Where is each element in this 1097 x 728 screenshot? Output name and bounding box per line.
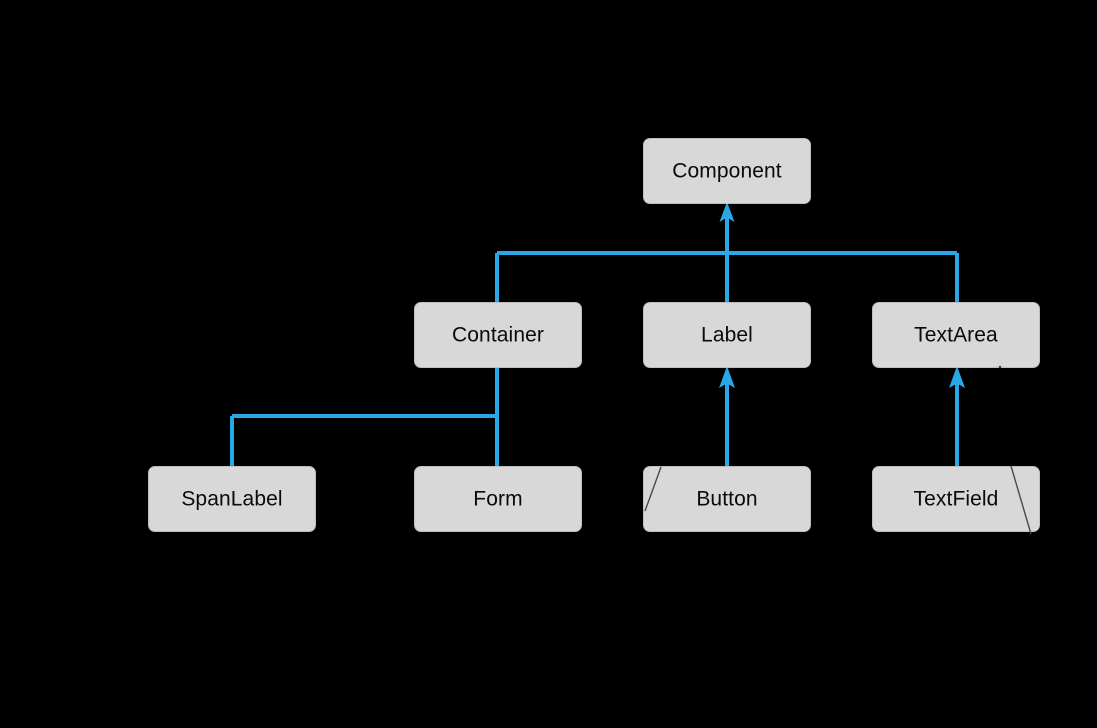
node-label-label: Label bbox=[701, 323, 753, 346]
node-textarea[interactable]: TextArea bbox=[872, 302, 1040, 368]
node-textarea-label: TextArea bbox=[914, 323, 998, 346]
node-label[interactable]: Label bbox=[643, 302, 811, 368]
node-component[interactable]: Component bbox=[643, 138, 811, 204]
node-textfield-label: TextField bbox=[913, 487, 999, 510]
node-container[interactable]: Container bbox=[414, 302, 582, 368]
node-textfield[interactable]: TextField bbox=[872, 466, 1040, 532]
node-button[interactable]: Button bbox=[643, 466, 811, 532]
node-form-label: Form bbox=[473, 487, 523, 510]
node-form[interactable]: Form bbox=[414, 466, 582, 532]
node-spanlabel-label: SpanLabel bbox=[181, 487, 283, 510]
node-button-label: Button bbox=[696, 487, 758, 510]
node-spanlabel[interactable]: SpanLabel bbox=[148, 466, 316, 532]
node-component-label: Component bbox=[672, 159, 782, 182]
node-container-label: Container bbox=[452, 323, 544, 346]
